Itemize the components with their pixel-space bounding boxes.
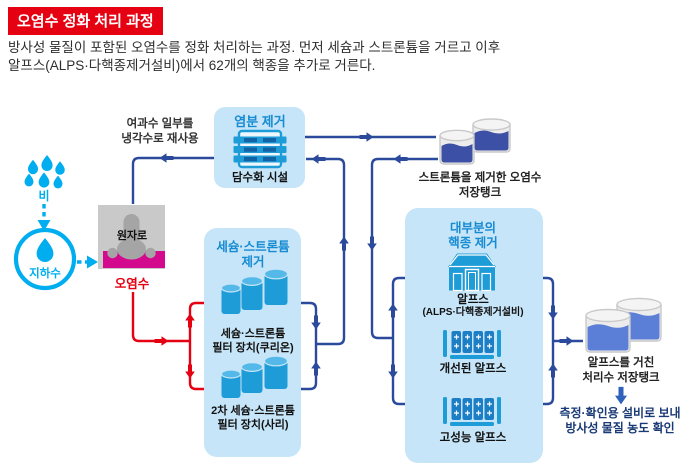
- final-check-arrow: [615, 386, 627, 405]
- cesium-box-title-line2: 제거: [241, 255, 265, 269]
- storage-tank-icon: [439, 118, 511, 165]
- alps-unit2-label: 개선된 알프스: [439, 363, 507, 375]
- description-line1: 방사성 물질이 포함된 오염수를 정화 처리하는 과정. 먼저 세슘과 스트론튬…: [8, 40, 501, 55]
- red-flow-lines: [131, 292, 204, 391]
- cesium-unit2-label-line2: 필터 장치(사리): [217, 419, 289, 431]
- alps-unit1-label-line1: 알프스: [457, 294, 489, 306]
- rain-drops-icon: [24, 155, 65, 189]
- reactor-label: 원자로: [116, 230, 148, 242]
- alps-unit3-label: 고성능 알프스: [439, 432, 507, 444]
- page-title: 오염수 정화 처리 과정: [8, 7, 163, 35]
- ground-to-reactor-arrow: [77, 255, 98, 269]
- contaminated-water-label: 오염수: [114, 277, 150, 291]
- rain-to-ground-arrow: [37, 204, 51, 231]
- contaminated-water-band: [103, 251, 165, 268]
- desalination-title: 염분 제거: [234, 114, 286, 129]
- cesium-unit2-label-line1: 2차 세슘·스트론튬: [211, 405, 295, 417]
- red-flow-arrows: [154, 313, 195, 379]
- cesium-unit1-label-line1: 세슘·스트론튬: [220, 328, 286, 340]
- storage-tank-icon: [585, 297, 662, 353]
- recycle-note-line2: 냉각수로 재사용: [121, 133, 199, 145]
- cesium-strontium-box: [204, 228, 301, 457]
- final-note-line1: 측정·확인용 설비로 보내: [559, 406, 680, 420]
- strontium-storage-label-line2: 저장탱크: [458, 187, 502, 199]
- desalination-facility-label: 담수화 시설: [231, 172, 289, 184]
- description-line2: 알프스(ALPS·다핵종제거설비)에서 62개의 핵종을 추가로 거른다.: [8, 58, 376, 73]
- strontium-storage-label-line1: 스트론튬을 제거한 오염수: [418, 172, 542, 184]
- cesium-box-title-line1: 세슘·스트론튬: [216, 240, 290, 254]
- groundwater-label: 지하수: [29, 268, 61, 280]
- treated-storage-label-line2: 처리수 저장탱크: [582, 372, 660, 384]
- recycle-note-line1: 여과수 일부를: [126, 118, 194, 130]
- water-drop-icon: [36, 238, 54, 262]
- alps-box-title-line2: 핵종 제거: [448, 236, 498, 250]
- final-note-line2: 방사성 물질 농도 확인: [565, 421, 675, 435]
- alps-unit1-label-line2: (ALPS·다핵종제거설비): [422, 307, 524, 318]
- rain-label: 비: [38, 189, 50, 203]
- alps-box-title-line1: 대부분의: [449, 221, 497, 235]
- cesium-unit1-label-line2: 필터 장치(쿠리온): [212, 342, 294, 354]
- treated-storage-label-line1: 알프스를 거친: [587, 357, 655, 369]
